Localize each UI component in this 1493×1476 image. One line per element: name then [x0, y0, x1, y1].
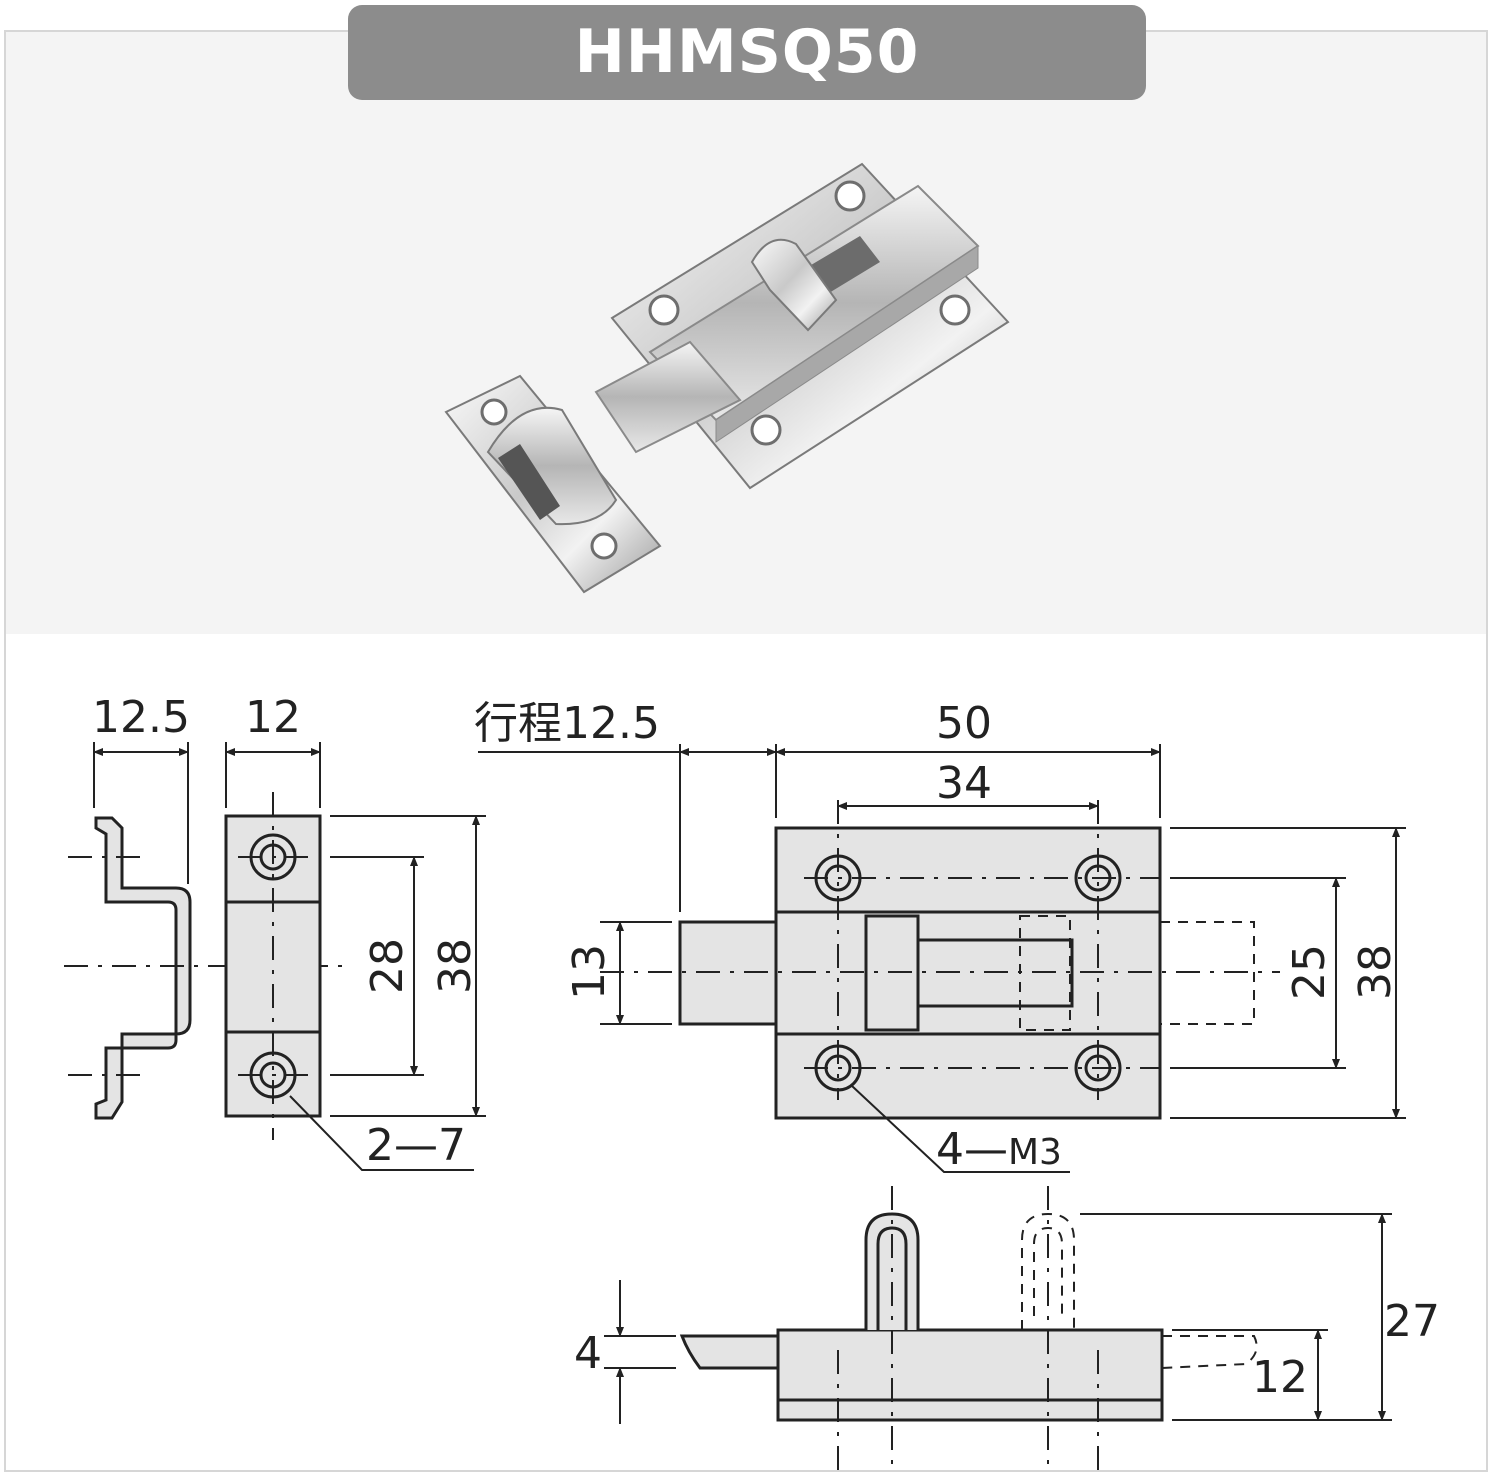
body-holes-label: 4—M3: [936, 1124, 1062, 1175]
keeper-side-view: [94, 816, 192, 1120]
knob-height-dim: 27: [1384, 1296, 1440, 1347]
stroke-label: 行程12.5: [474, 698, 660, 749]
body-height-dim: 38: [1350, 944, 1401, 1000]
bolt-tip-side: [679, 1334, 780, 1370]
plate-hole-icon: [939, 294, 971, 326]
keeper-loop: [486, 406, 618, 526]
keeper-hole-pitch-dim: 28: [362, 938, 413, 994]
bolt-knob: [750, 238, 838, 332]
keeper-hole-icon: [480, 398, 508, 426]
keeper-holes-label: 2—7: [366, 1120, 466, 1171]
body-thickness-dim: 12: [1252, 1352, 1308, 1403]
keeper-hole-icon: [590, 532, 618, 560]
bolt-thickness-dim: 4: [574, 1328, 602, 1379]
plate-hole-icon: [750, 414, 782, 446]
keeper-width-dim: 12: [245, 692, 301, 743]
keeper-height-dim: 38: [430, 938, 481, 994]
hole-pitch-x-dim: 34: [936, 758, 992, 809]
body-length-dim: 50: [936, 698, 992, 749]
plate-hole-icon: [834, 180, 866, 212]
bolt-side-view: [679, 1212, 1164, 1422]
hole-pitch-y-dim: 25: [1284, 944, 1335, 1000]
keeper-depth-dim: 12.5: [92, 692, 190, 743]
plate-hole-icon: [648, 294, 680, 326]
bolt-rod: [594, 340, 742, 454]
model-title: HHMSQ50: [348, 5, 1146, 100]
bolt-width-dim: 13: [564, 944, 615, 1000]
barrel-bolt-photo: [444, 162, 1010, 594]
